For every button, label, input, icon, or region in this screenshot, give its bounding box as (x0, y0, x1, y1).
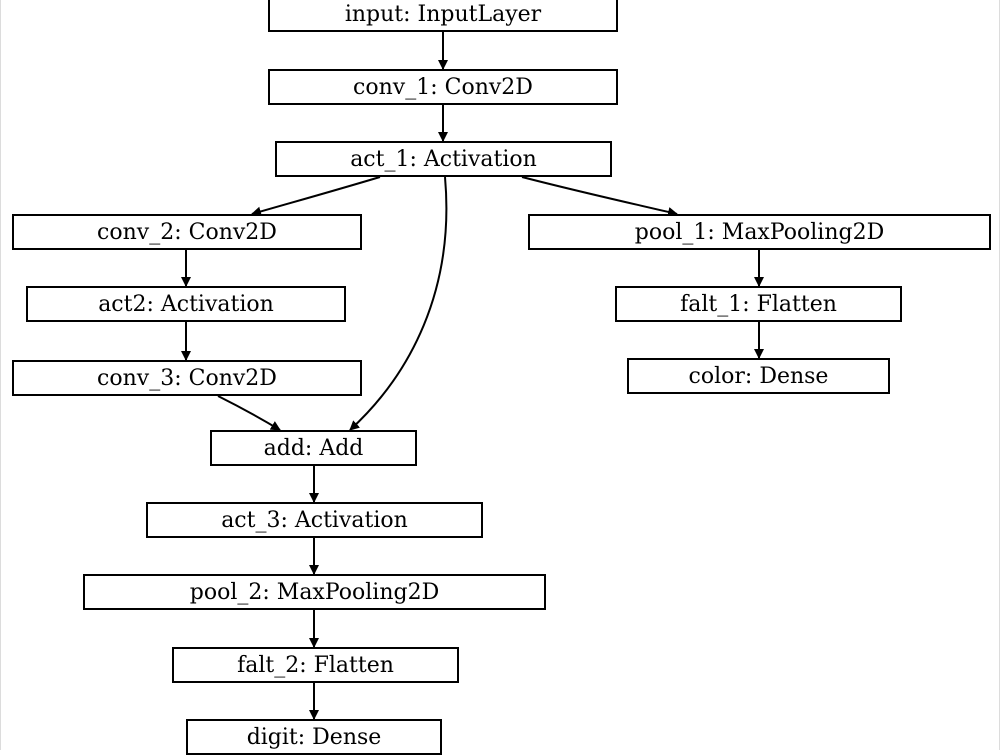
node-color: color: Dense (627, 358, 890, 394)
edge-act_1-to-conv_2 (251, 176, 381, 217)
node-input: input: InputLayer (268, 0, 618, 32)
node-conv_3: conv_3: Conv2D (12, 360, 362, 396)
edge-act_1-to-pool_1 (521, 176, 678, 217)
node-digit: digit: Dense (186, 719, 442, 755)
edge-act_1-to-add (349, 176, 448, 431)
node-conv_2: conv_2: Conv2D (12, 214, 362, 250)
left-border (0, 0, 1, 750)
node-conv_1: conv_1: Conv2D (268, 69, 618, 105)
node-pool_1: pool_1: MaxPooling2D (528, 214, 991, 250)
node-act_3: act_3: Activation (146, 502, 483, 538)
node-pool_2: pool_2: MaxPooling2D (83, 574, 546, 610)
node-add: add: Add (210, 430, 417, 466)
node-act2: act2: Activation (26, 286, 346, 322)
edge-conv_3-to-add (217, 395, 281, 431)
node-falt_1: falt_1: Flatten (615, 286, 902, 322)
node-act_1: act_1: Activation (275, 141, 612, 177)
node-falt_2: falt_2: Flatten (172, 647, 459, 683)
